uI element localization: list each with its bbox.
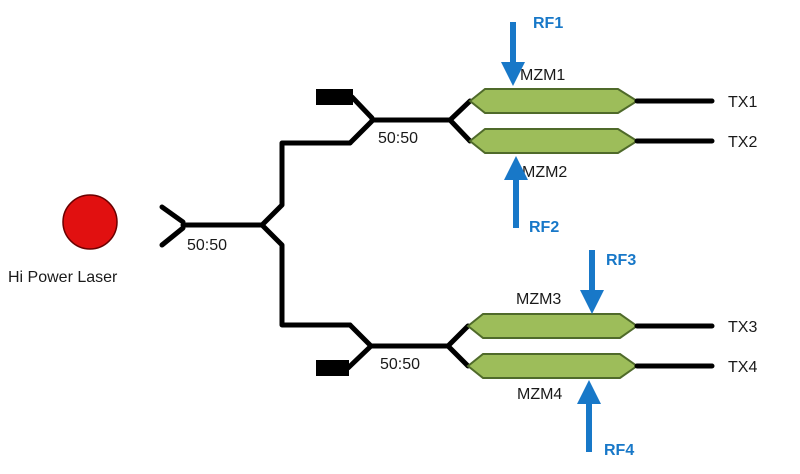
main-to-lower-branch <box>259 222 353 328</box>
laser-source <box>62 194 118 250</box>
rf3-label: RF3 <box>606 252 636 269</box>
lower-terminator <box>316 360 349 376</box>
main-splitter-ratio: 50:50 <box>187 237 227 254</box>
rf2-label: RF2 <box>529 219 559 236</box>
upper-terminator <box>316 89 353 105</box>
lower-coupler-to-mzm4 <box>445 343 471 369</box>
upper-coupler-to-mzm2 <box>447 117 473 144</box>
mzm3-body <box>466 313 639 339</box>
tx4-label: TX4 <box>728 359 757 376</box>
rf4-arrow <box>577 380 601 452</box>
lower-coupler-input-bend <box>347 322 373 348</box>
mzm4-label: MZM4 <box>517 386 562 403</box>
rf1-arrow <box>501 22 525 86</box>
input-waveguide-upper <box>159 204 186 225</box>
mzm2-body <box>468 128 639 154</box>
upper-coupler-input-bend <box>347 118 375 146</box>
tx2-label: TX2 <box>728 134 757 151</box>
rf1-label: RF1 <box>533 15 563 32</box>
main-to-upper-branch <box>259 140 353 228</box>
upper-coupler-to-mzm1 <box>447 98 473 123</box>
mzm1-label: MZM1 <box>520 67 565 84</box>
mzm2-label: MZM2 <box>522 164 567 181</box>
input-waveguide-lower <box>159 225 186 248</box>
tx3-label: TX3 <box>728 319 757 336</box>
rf4-label: RF4 <box>604 442 634 459</box>
lower-coupler-terminated-port <box>345 344 373 371</box>
tx1-label: TX1 <box>728 94 757 111</box>
rf3-arrow <box>580 250 604 314</box>
upper-coupler-terminated-port <box>349 94 375 121</box>
mzm3-label: MZM3 <box>516 291 561 308</box>
upper-splitter-ratio: 50:50 <box>378 130 418 147</box>
mzm4-body <box>466 353 639 379</box>
lower-splitter-ratio: 50:50 <box>380 356 420 373</box>
laser-label: Hi Power Laser <box>8 269 118 286</box>
mzm1-body <box>468 88 639 114</box>
rf2-arrow <box>504 156 528 228</box>
lower-coupler-to-mzm3 <box>445 323 471 349</box>
